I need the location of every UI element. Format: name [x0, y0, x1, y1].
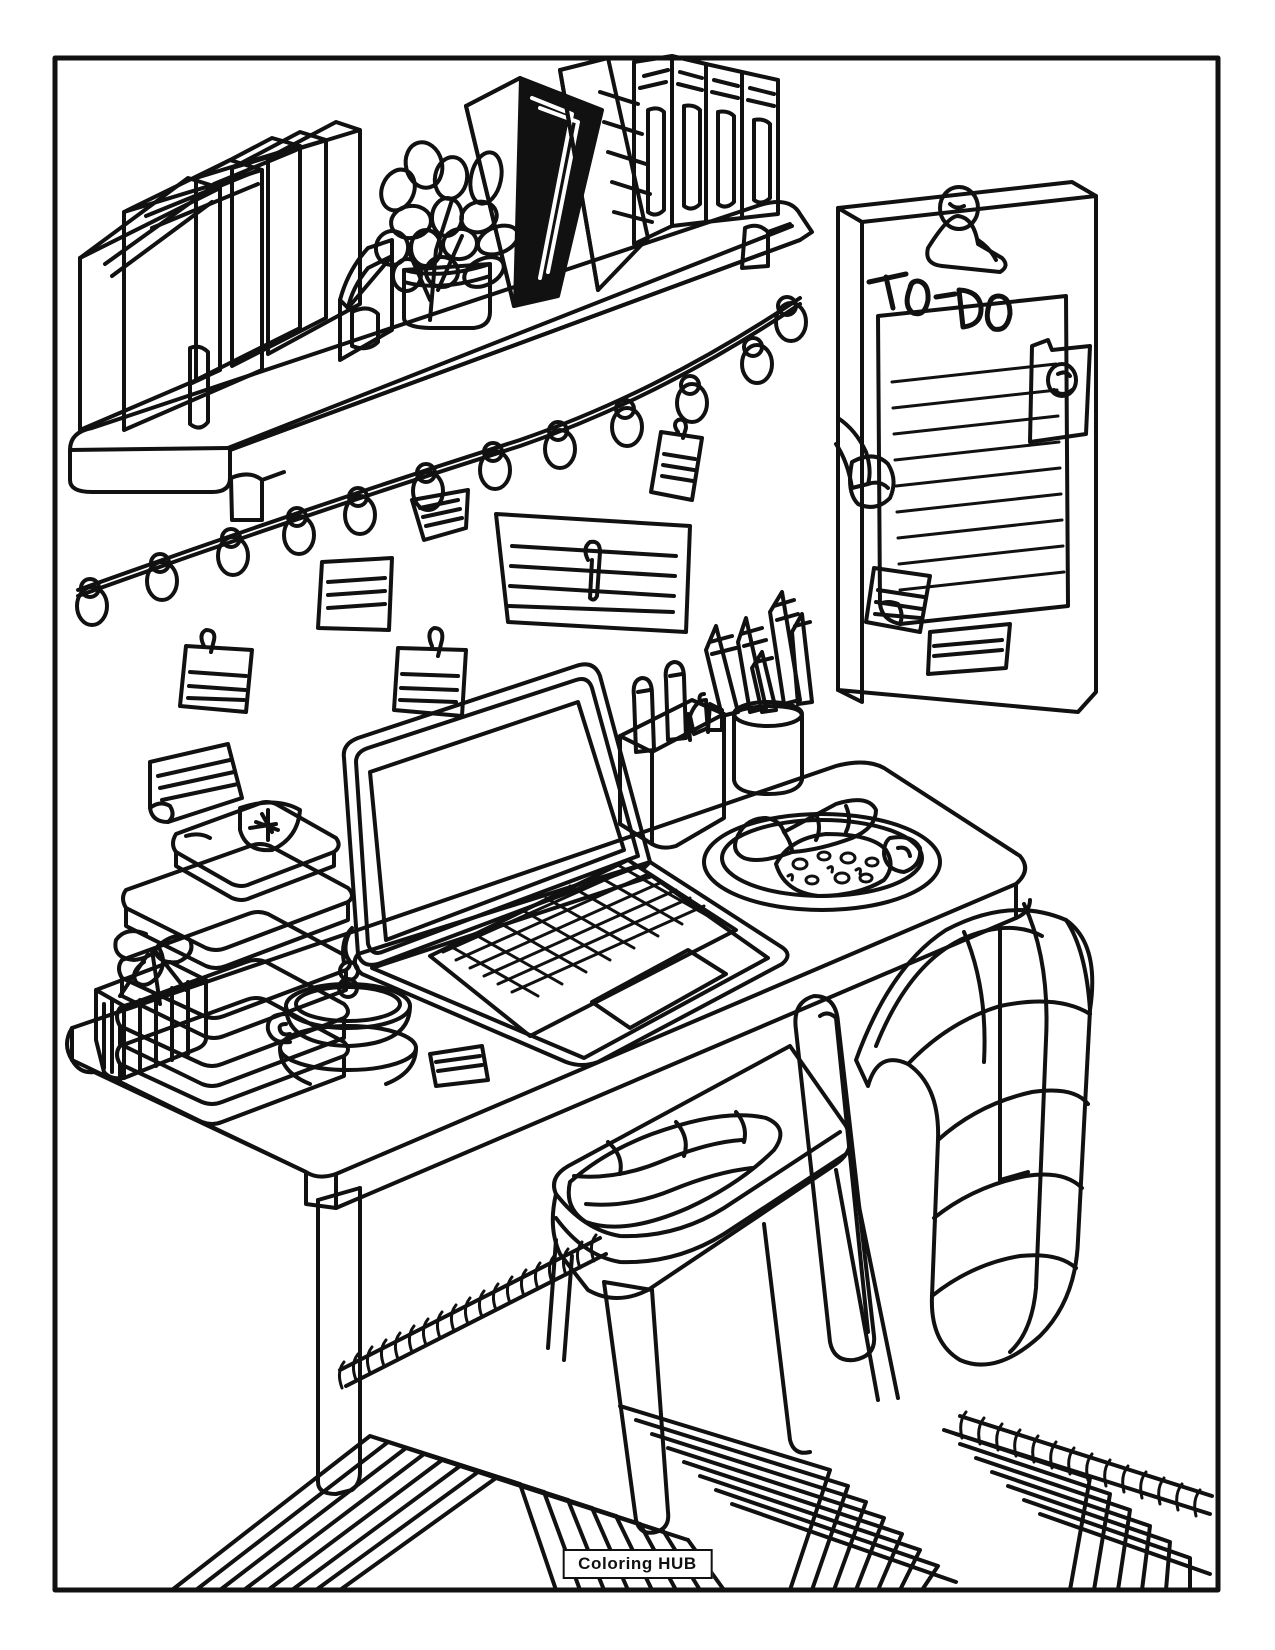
- headphones: [834, 416, 896, 509]
- pencil-box: [618, 660, 726, 850]
- pencil: [750, 650, 778, 714]
- gift-box: [94, 929, 208, 1081]
- shelf-books-right: [464, 54, 780, 308]
- watermark-badge: Coloring HUB: [562, 1549, 713, 1579]
- page-frame: [52, 55, 1221, 1593]
- shelf-books-left: [78, 120, 394, 432]
- pencil-cup: [704, 590, 814, 796]
- note-item: [864, 566, 932, 634]
- note-item: [926, 622, 1012, 676]
- clipboard: [834, 180, 1098, 714]
- pencil: [790, 612, 814, 706]
- note-item: [494, 512, 692, 634]
- food-plate: [702, 798, 942, 912]
- note-item: [178, 628, 254, 714]
- todo-heading: [866, 271, 1013, 332]
- watermark-label: Coloring HUB: [578, 1554, 697, 1573]
- smiley-sticky-note: [1028, 338, 1092, 444]
- blanket: [854, 902, 1095, 1367]
- teacup: [265, 926, 418, 1086]
- laptop: [341, 662, 790, 1067]
- rug: [170, 1233, 1214, 1592]
- note-item: [316, 556, 394, 632]
- note-item: [410, 488, 470, 542]
- clipboard-clip: [925, 185, 1008, 274]
- chair: [546, 994, 900, 1535]
- pencil: [768, 590, 802, 706]
- pinned-notes: [178, 417, 704, 718]
- pencil: [704, 624, 740, 718]
- string-lights: [75, 295, 808, 627]
- book-stack: [115, 742, 354, 1126]
- note-item: [649, 417, 704, 502]
- note-item: [428, 1044, 490, 1088]
- pencil: [736, 616, 768, 714]
- potted-plant: [373, 140, 521, 330]
